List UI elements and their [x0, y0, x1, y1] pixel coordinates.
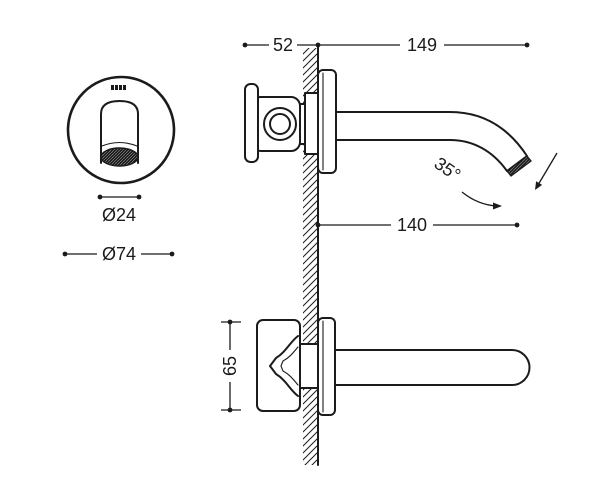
- angle-reference-line: [537, 152, 558, 186]
- handle-height-label: 65: [220, 356, 240, 376]
- dimension-dot: [315, 42, 321, 48]
- inner-diameter-label: Ø24: [102, 205, 136, 225]
- escutcheon-plate: [66, 75, 176, 185]
- brand-logo: [111, 85, 126, 90]
- front-view: [66, 75, 176, 185]
- dimension-spout-reach: 140: [315, 215, 520, 235]
- dimension-dot: [524, 42, 530, 48]
- dimension-dot: [242, 42, 248, 48]
- spout-front-contour: [101, 141, 138, 147]
- spout-reach-label: 140: [397, 215, 427, 235]
- handle-grip-outer: [269, 335, 299, 397]
- handle-plan: [256, 319, 301, 412]
- dimension-dot: [136, 194, 142, 200]
- valve-body-in-wall: [304, 92, 319, 155]
- angle-arc-arrowhead: [493, 202, 502, 210]
- dimension-dot: [514, 222, 520, 228]
- dimension-dot: [62, 251, 68, 257]
- side-view: [244, 69, 532, 177]
- dimension-handle-offset: 52: [242, 35, 318, 55]
- spout-aerator-side: [506, 155, 532, 177]
- spout-length-label: 149: [407, 35, 437, 55]
- handle-grip-inner: [280, 346, 299, 386]
- outer-diameter-label: Ø74: [102, 244, 136, 264]
- wall-flange: [317, 69, 337, 174]
- dimension-dot: [227, 319, 233, 325]
- handle-nut: [263, 107, 297, 141]
- dimension-outer-diameter: Ø74: [62, 244, 175, 264]
- dimension-dot: [97, 194, 103, 200]
- straight-spout-plan: [329, 349, 531, 386]
- brand-logo-mark: [119, 85, 122, 90]
- handle-lever: [244, 83, 259, 163]
- brand-logo-mark: [111, 85, 114, 90]
- dimension-dot: [315, 222, 321, 228]
- angle-reference-arrowhead: [535, 181, 543, 190]
- dimension-handle-height: 65: [220, 319, 241, 413]
- spout-aerator-front: [100, 147, 139, 167]
- dimension-inner-diameter: Ø24: [97, 194, 142, 225]
- spout-front-outline: [100, 100, 139, 164]
- dimension-dot: [169, 251, 175, 257]
- dimension-dot: [227, 407, 233, 413]
- brand-logo-mark: [123, 85, 126, 90]
- handle-offset-label: 52: [273, 35, 293, 55]
- handle-nut-bore: [269, 113, 291, 135]
- wall-flange-plan: [317, 317, 336, 416]
- plan-view: [256, 317, 531, 416]
- dimension-spout-length: 149: [315, 35, 530, 55]
- brand-logo-mark: [115, 85, 118, 90]
